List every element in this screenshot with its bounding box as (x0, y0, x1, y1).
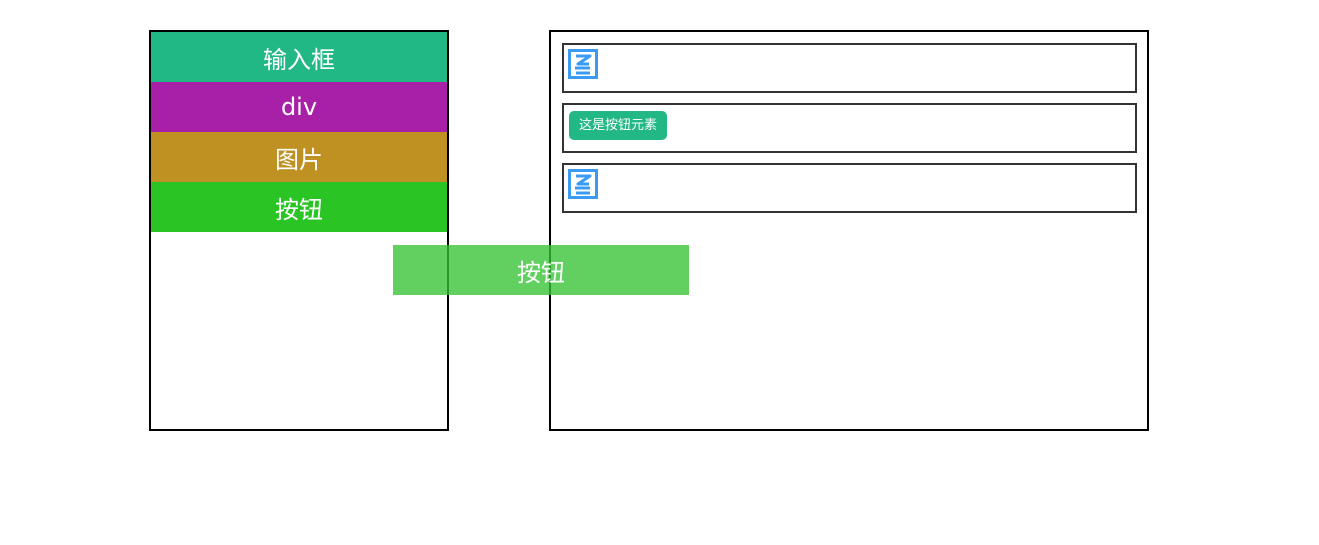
canvas-block-button[interactable]: 这是按钮元素 (562, 103, 1137, 153)
canvas-button-element[interactable]: 这是按钮元素 (569, 111, 668, 140)
component-palette: 输入框 div 图片 按钮 (149, 30, 449, 431)
canvas-block-image[interactable] (562, 43, 1137, 93)
palette-item-label: div (280, 93, 318, 121)
drag-ghost-label: 按钮 (517, 258, 565, 287)
palette-item-input[interactable]: 输入框 (151, 32, 447, 82)
palette-item-label: 输入框 (263, 45, 335, 74)
palette-item-label: 图片 (275, 145, 323, 174)
palette-item-label: 按钮 (275, 195, 323, 224)
drag-ghost-button[interactable]: 按钮 (393, 245, 689, 295)
drop-canvas[interactable]: 这是按钮元素 (549, 30, 1149, 431)
palette-item-button[interactable]: 按钮 (151, 182, 447, 232)
canvas-block-image[interactable] (562, 163, 1137, 213)
palette-item-div[interactable]: div (151, 82, 447, 132)
palette-item-image[interactable]: 图片 (151, 132, 447, 182)
broken-image-icon (568, 169, 598, 199)
broken-image-icon (568, 49, 598, 79)
